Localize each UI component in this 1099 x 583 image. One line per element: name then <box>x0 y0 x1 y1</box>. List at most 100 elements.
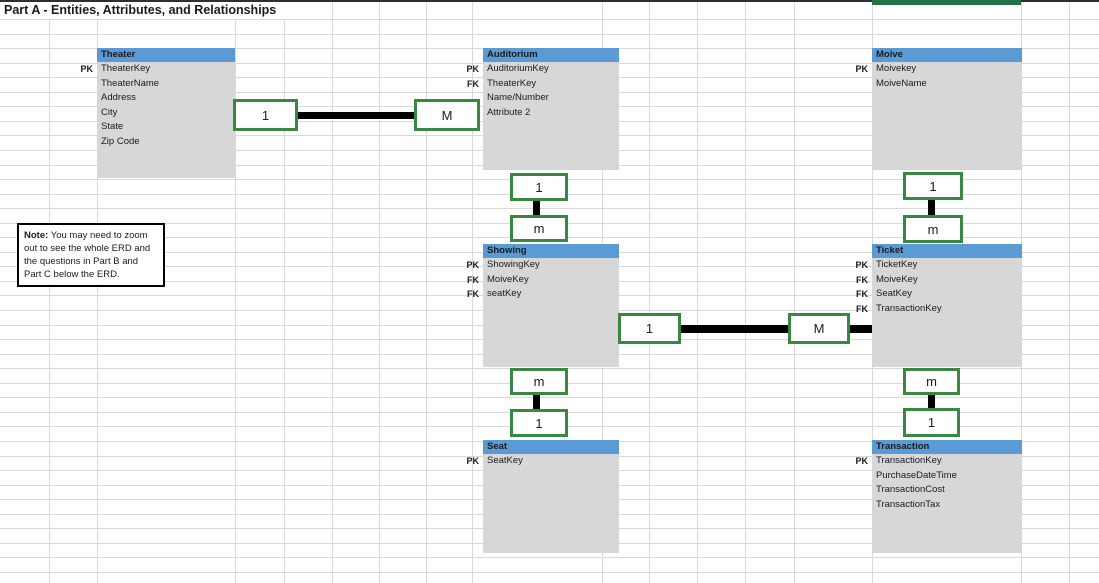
attribute-key-label: PK <box>855 64 868 74</box>
attribute-name: PurchaseDateTime <box>876 469 957 481</box>
entity-body: PK SeatKey <box>466 454 619 553</box>
grid-line-horizontal <box>0 208 1099 210</box>
attribute-key-label: PK <box>855 456 868 466</box>
attribute-name: seatKey <box>487 288 522 299</box>
attribute-name: TransactionKey <box>876 302 942 314</box>
grid-line-vertical <box>745 2 746 583</box>
grid-line-vertical <box>793 2 795 583</box>
relationship-line-moive-ticket[interactable] <box>928 200 935 216</box>
attribute-name: ShowingKey <box>487 259 540 270</box>
entity-header: Seat <box>483 440 619 454</box>
cardinality-box-showing-seat-from[interactable]: m <box>510 368 568 395</box>
grid-line-vertical <box>283 2 285 583</box>
entity-attribute-row: Address <box>97 91 235 106</box>
attribute-key-label: FK <box>856 289 868 299</box>
attribute-key-label: PK <box>855 260 868 270</box>
cardinality-box-ticket-transaction-to[interactable]: 1 <box>903 408 960 437</box>
entity-attribute-row: TransactionTax <box>872 498 1022 513</box>
cardinality-box-moive-ticket-to[interactable]: m <box>903 215 963 243</box>
note-text: You may need to zoom out to see the whol… <box>24 230 151 280</box>
attribute-name: State <box>101 121 124 132</box>
relationship-line-showing-seat[interactable] <box>533 395 540 409</box>
relationship-line-auditorium-showing[interactable] <box>533 201 540 216</box>
relationship-line-ticket-transaction[interactable] <box>928 395 935 409</box>
grid-line-vertical <box>648 2 650 583</box>
attribute-key-label: FK <box>856 274 868 285</box>
entity-header: Showing <box>483 244 619 258</box>
entity-attribute-row: Zip Code <box>97 135 235 150</box>
grid-line-vertical <box>379 2 380 583</box>
grid-line-horizontal <box>0 557 1099 559</box>
cardinality-box-theater-auditorium-to[interactable]: M <box>414 99 480 131</box>
attribute-name: SeatKey <box>876 288 912 299</box>
attribute-name: Address <box>101 92 136 103</box>
entity-attribute-row: City <box>97 106 235 121</box>
attribute-key-label: FK <box>467 78 479 89</box>
grid-line-horizontal <box>0 19 1099 20</box>
entity-attribute-row: PK Moivekey <box>855 62 1022 77</box>
attribute-name: TransactionCost <box>876 484 945 495</box>
attribute-name: SeatKey <box>487 455 523 466</box>
grid-line-vertical <box>1069 2 1070 583</box>
entity-attribute-row: Name/Number <box>483 91 619 106</box>
entity-header: Auditorium <box>483 48 619 62</box>
attribute-key-label: FK <box>856 303 868 314</box>
relationship-line-theater-auditorium[interactable] <box>298 112 414 119</box>
grid-line-vertical <box>332 2 333 583</box>
entity-attribute-row: PK TheaterKey <box>80 62 235 77</box>
attribute-name: TheaterName <box>101 77 160 89</box>
cardinality-box-auditorium-showing-from[interactable]: 1 <box>510 173 568 201</box>
entity-attribute-row: PurchaseDateTime <box>872 469 1022 484</box>
relationship-line-showing-ticket[interactable] <box>681 325 788 333</box>
entity-attribute-row: FK MoiveKey <box>856 273 1022 288</box>
cardinality-box-showing-seat-to[interactable]: 1 <box>510 409 568 437</box>
entity-attribute-row: FK SeatKey <box>856 287 1022 302</box>
attribute-name: MoiveKey <box>876 273 918 285</box>
entity-attribute-row: State <box>97 120 235 135</box>
entity-attribute-row: Attribute 2 <box>483 106 619 121</box>
attribute-name: City <box>101 106 118 118</box>
attribute-key-label: PK <box>466 456 479 466</box>
cardinality-box-auditorium-showing-to[interactable]: m <box>510 215 568 242</box>
cardinality-box-moive-ticket-from[interactable]: 1 <box>903 172 963 200</box>
attribute-name: TheaterKey <box>101 63 151 74</box>
relationship-line-showing-ticket[interactable] <box>850 325 872 333</box>
cardinality-box-showing-ticket-from[interactable]: 1 <box>618 313 681 344</box>
note-box[interactable]: Note: You may need to zoom out to see th… <box>17 223 165 287</box>
attribute-name: TransactionTax <box>876 498 941 510</box>
entity-attribute-row: FK TransactionKey <box>856 302 1022 317</box>
cardinality-box-ticket-transaction-from[interactable]: m <box>903 368 960 395</box>
attribute-name: MoiveName <box>876 77 927 89</box>
attribute-name: AuditoriumKey <box>487 63 549 74</box>
grid-line-vertical <box>235 2 236 583</box>
top-green-accent-bar <box>872 0 1021 5</box>
entity-header: Ticket <box>872 244 1022 258</box>
attribute-name: Attribute 2 <box>487 106 531 118</box>
grid-line-vertical <box>97 2 98 583</box>
cardinality-box-theater-auditorium-from[interactable]: 1 <box>233 99 298 131</box>
grid-line-vertical <box>48 2 50 583</box>
attribute-name: Moivekey <box>876 63 917 74</box>
grid-line-vertical <box>472 2 473 583</box>
grid-line-horizontal <box>0 397 1099 399</box>
page-title: Part A - Entities, Attributes, and Relat… <box>0 2 286 19</box>
attribute-key-label: PK <box>80 64 93 74</box>
cardinality-box-showing-ticket-to[interactable]: M <box>788 313 850 344</box>
grid-line-horizontal <box>0 33 1099 35</box>
